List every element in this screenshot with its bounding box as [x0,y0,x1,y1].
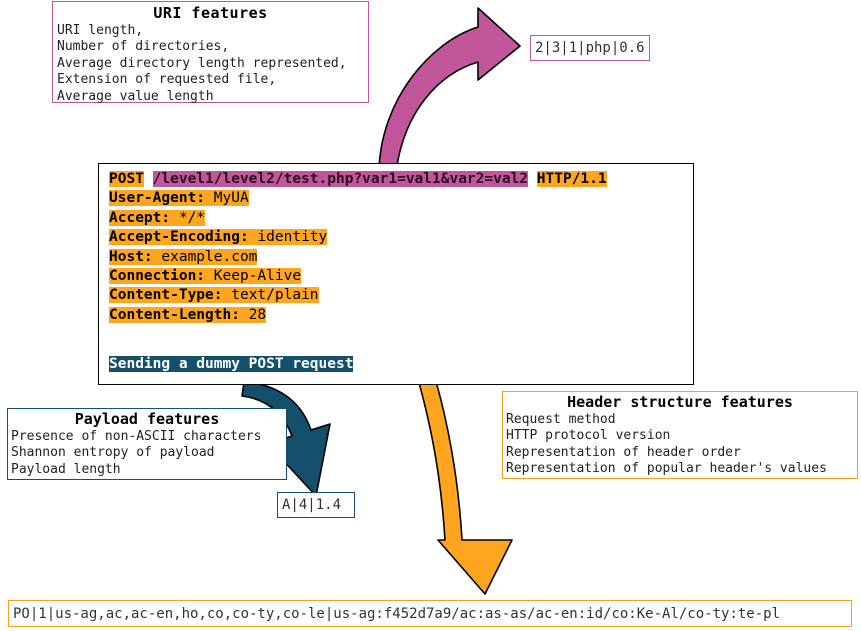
header-feature-vector-value: PO|1|us-ag,ac,ac-en,ho,co,co-ty,co-le|us… [13,605,781,622]
header-value: text/plain [222,287,319,304]
header-features-line: Representation of popular header's value… [506,461,827,477]
header-features-line: Representation of header order [506,444,741,460]
header-value: identity [248,229,328,246]
http-payload-row: Sending a dummy POST request [109,355,693,374]
uri-feature-vector-value: 2|3|1|php|0.6 [535,40,645,56]
http-header-row: Content-Type: text/plain [109,286,693,305]
header-name: Host: [109,248,153,265]
payload-features-line: Payload length [11,461,121,477]
payload-features-title: Payload features [74,410,220,428]
uri-features-line: Number of directories, [57,39,230,55]
payload-features-line: Shannon entropy of payload [11,445,215,461]
http-payload: Sending a dummy POST request [109,356,354,373]
payload-features-box: Payload features Presence of non-ASCII c… [7,408,287,480]
http-header-row: Accept: */* [109,209,693,228]
http-uri: /level1/level2/test.php?var1=val1&var2=v… [152,171,529,187]
header-name: Content-Type: [109,287,223,304]
uri-features-line: Average value length [57,88,214,104]
uri-features-title: URI features [153,4,268,22]
header-value: example.com [152,248,258,265]
http-version: HTTP/1.1 [536,171,607,187]
payload-features-line: Presence of non-ASCII characters [11,429,262,444]
header-name: Connection: [109,268,206,285]
header-value: */* [170,209,206,226]
http-header-row: Connection: Keep-Alive [109,267,693,286]
header-features-box: Header structure features Request method… [502,391,858,479]
http-request-box: POST /level1/level2/test.php?var1=val1&v… [98,163,694,385]
header-value: Keep-Alive [205,268,302,285]
header-name: Accept: [109,209,171,226]
header-name: Accept-Encoding: [109,229,249,246]
header-features-line: Request method [506,412,616,427]
uri-features-box: URI features URI length, Number of direc… [52,1,369,104]
header-feature-vector-box: PO|1|us-ag,ac,ac-en,ho,co,co-ty,co-le|us… [8,600,852,627]
uri-features-line: Average directory length represented, [57,55,347,71]
header-name: Content-Length: [109,306,240,323]
http-header-row: Content-Length: 28 [109,306,693,325]
http-header-row: Host: example.com [109,248,693,267]
uri-arrow [378,7,521,173]
http-request-line: POST /level1/level2/test.php?var1=val1&v… [109,170,693,189]
header-features-title: Header structure features [567,393,793,411]
http-header-row: User-Agent: MyUA [109,189,693,208]
uri-features-line: URI length, [57,23,144,38]
payload-feature-vector-value: A|4|1.4 [282,497,342,513]
header-value: MyUA [205,190,249,207]
payload-feature-vector-box: A|4|1.4 [277,492,355,518]
uri-feature-vector-box: 2|3|1|php|0.6 [530,35,650,61]
uri-features-line: Extension of requested file, [57,72,277,88]
header-features-line: HTTP protocol version [506,428,671,444]
header-name: User-Agent: [109,190,206,207]
http-header-row: Accept-Encoding: identity [109,228,693,247]
http-method: POST [109,171,144,187]
header-value: 28 [239,306,267,323]
